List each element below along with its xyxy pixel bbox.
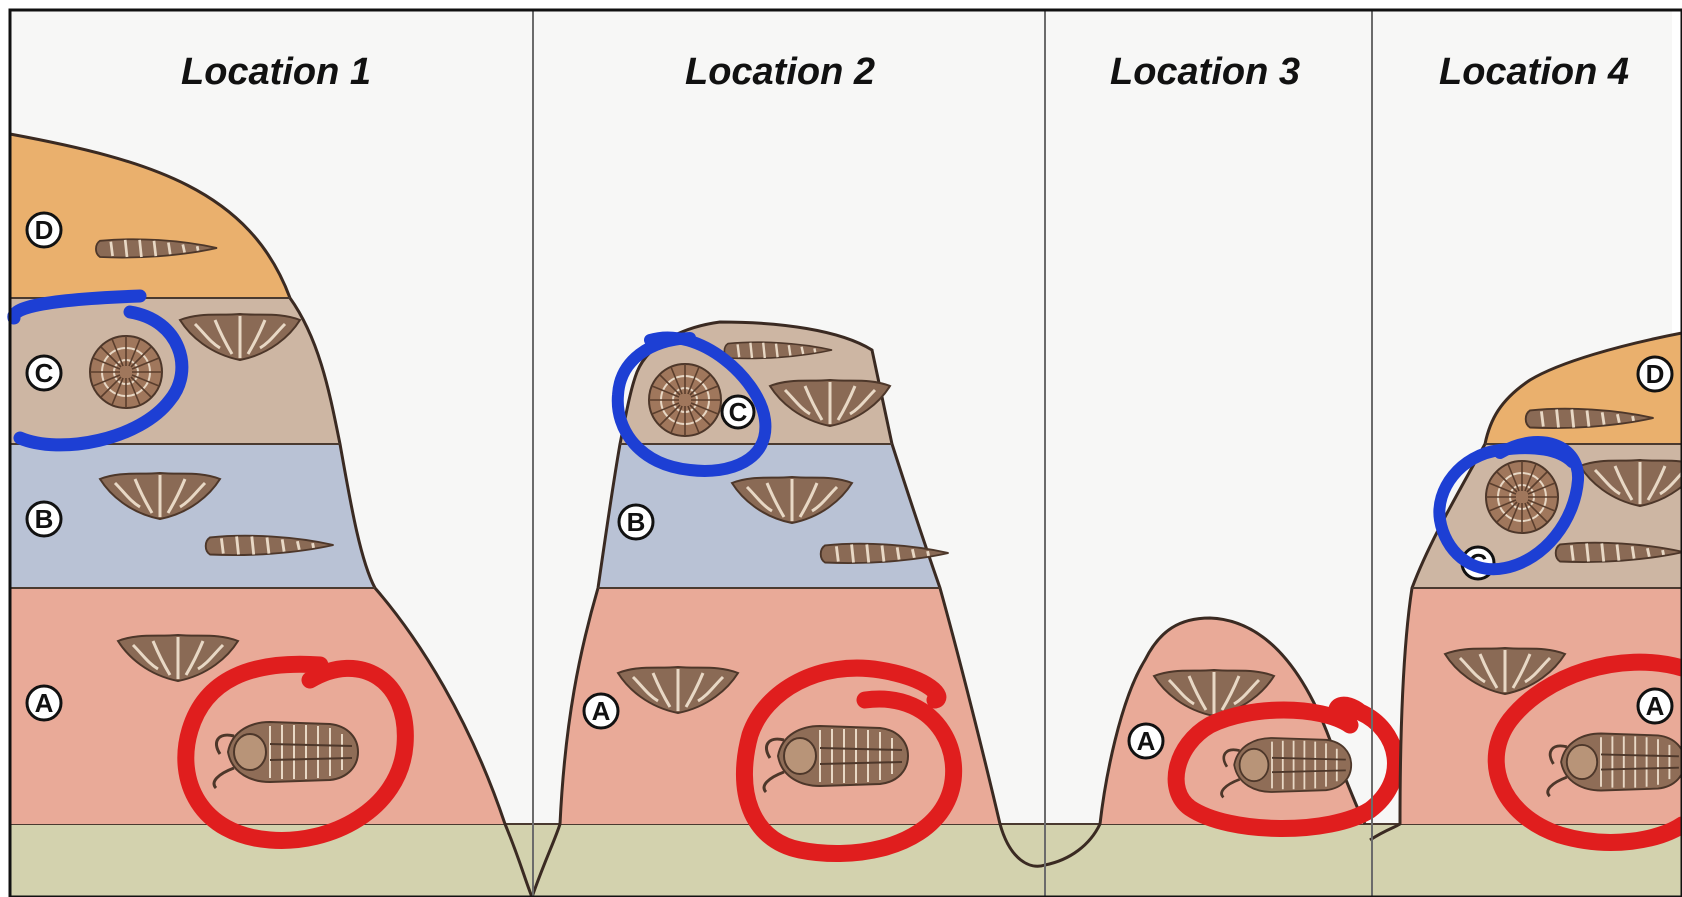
location-2-layer-b-label: B [619,505,653,539]
svg-text:A: A [1137,726,1156,756]
ammonite-fossil-icon [649,364,721,436]
svg-text:A: A [35,688,54,718]
location-2-layer-a-label: A [584,694,618,728]
ammonite-fossil-icon [90,336,162,408]
location-2-title: Location 2 [685,51,875,93]
location-3-layer-a-label: A [1129,724,1163,758]
location-1-title: Location 1 [181,51,371,93]
location-4-layer-d-label: D [1638,357,1672,391]
location-4-layer-a-label: A [1638,689,1672,723]
svg-text:A: A [1646,691,1665,721]
svg-text:B: B [35,504,54,534]
location-1-layer-b-label: B [27,502,61,536]
location-1-layer-c-label: C [27,356,61,390]
location-1-layer-b [10,444,375,588]
location-1-layer-d-label: D [27,213,61,247]
svg-text:C: C [729,397,748,427]
svg-text:D: D [1646,359,1665,389]
location-3-title: Location 3 [1110,51,1300,93]
svg-text:C: C [35,358,54,388]
svg-text:D: D [35,215,54,245]
location-4-title: Location 4 [1439,51,1629,93]
location-1-layer-a-label: A [27,686,61,720]
svg-text:A: A [592,696,611,726]
svg-text:B: B [627,507,646,537]
ammonite-fossil-icon [1486,461,1558,533]
location-2-layer-c-label: C [722,396,754,428]
